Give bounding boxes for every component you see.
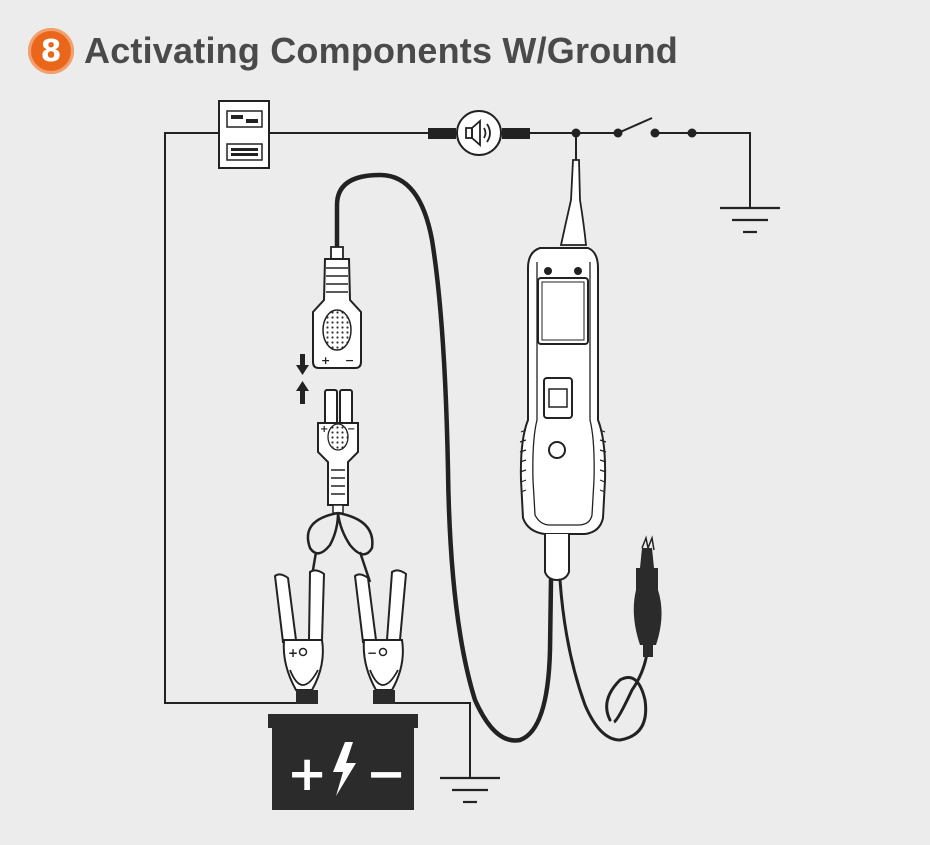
battery-plus-symbol: + — [287, 746, 327, 802]
probe-tip — [559, 137, 587, 246]
arrow-down-icon — [296, 354, 309, 375]
speaker-component — [428, 110, 530, 156]
connector-plus-label: + — [321, 354, 330, 367]
clamp-minus-label: − — [367, 646, 377, 660]
power-probe-tester — [519, 247, 607, 582]
page-title: Activating Components W/Ground — [84, 30, 678, 71]
tester-led — [548, 441, 566, 459]
circuit-wires — [164, 132, 751, 778]
battery: + − — [268, 714, 418, 810]
switch-symbol — [571, 117, 697, 138]
connector-minus-label: − — [345, 354, 354, 367]
upper-connector: + − — [312, 246, 362, 369]
positive-battery-clamp: + — [273, 569, 326, 704]
lightning-bolt-icon — [333, 742, 356, 796]
step-number: 8 — [40, 33, 62, 69]
step-number-badge: 8 — [28, 28, 74, 74]
ground-symbol — [720, 206, 780, 234]
battery-minus-symbol: − — [366, 746, 406, 802]
clamp-plus-label: + — [288, 646, 298, 660]
fuse-block — [218, 100, 270, 169]
connector2-minus-label: − — [347, 424, 355, 435]
arrow-up-icon — [296, 381, 309, 404]
negative-battery-clamp: − — [353, 569, 408, 704]
lower-connector: + − — [317, 389, 359, 514]
ground-clip-lead — [558, 578, 648, 742]
ground-symbol-battery — [440, 776, 500, 804]
ground-alligator-clip — [633, 535, 662, 657]
tester-cable — [334, 172, 554, 743]
speaker-icon — [465, 119, 491, 147]
header: 8 Activating Components W/Ground — [28, 28, 678, 74]
connector2-plus-label: + — [320, 424, 328, 435]
